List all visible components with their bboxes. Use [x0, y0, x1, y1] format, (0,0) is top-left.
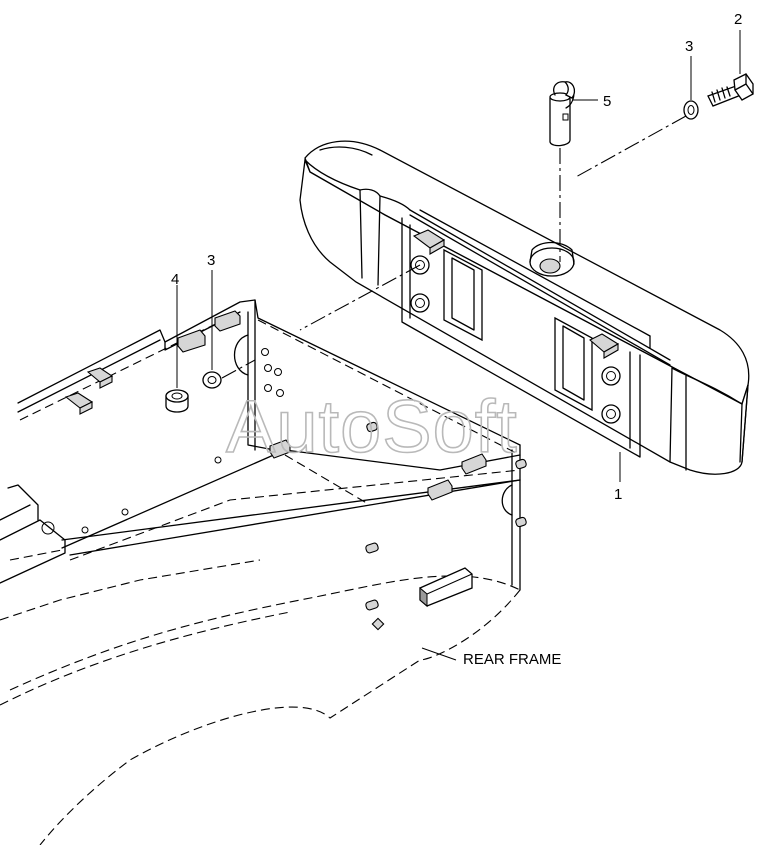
assembly-lines — [221, 115, 687, 379]
rear-frame-label: REAR FRAME — [463, 651, 561, 668]
watermark: AutoSoft — [226, 385, 518, 468]
callout-5: 5 — [603, 93, 611, 110]
bolt — [707, 73, 754, 107]
washer-upper — [683, 100, 699, 120]
leader-lines — [176, 30, 741, 661]
rear-frame — [0, 299, 527, 845]
spacer-collar — [165, 389, 189, 413]
lifting-eye — [549, 81, 576, 147]
callout-3-upper: 3 — [685, 38, 693, 55]
callout-4: 4 — [171, 271, 179, 288]
callout-2: 2 — [734, 11, 742, 28]
washer-lower — [202, 371, 222, 389]
callout-3-lower: 3 — [207, 252, 215, 269]
counterweight — [299, 140, 750, 475]
callout-1: 1 — [614, 486, 622, 503]
